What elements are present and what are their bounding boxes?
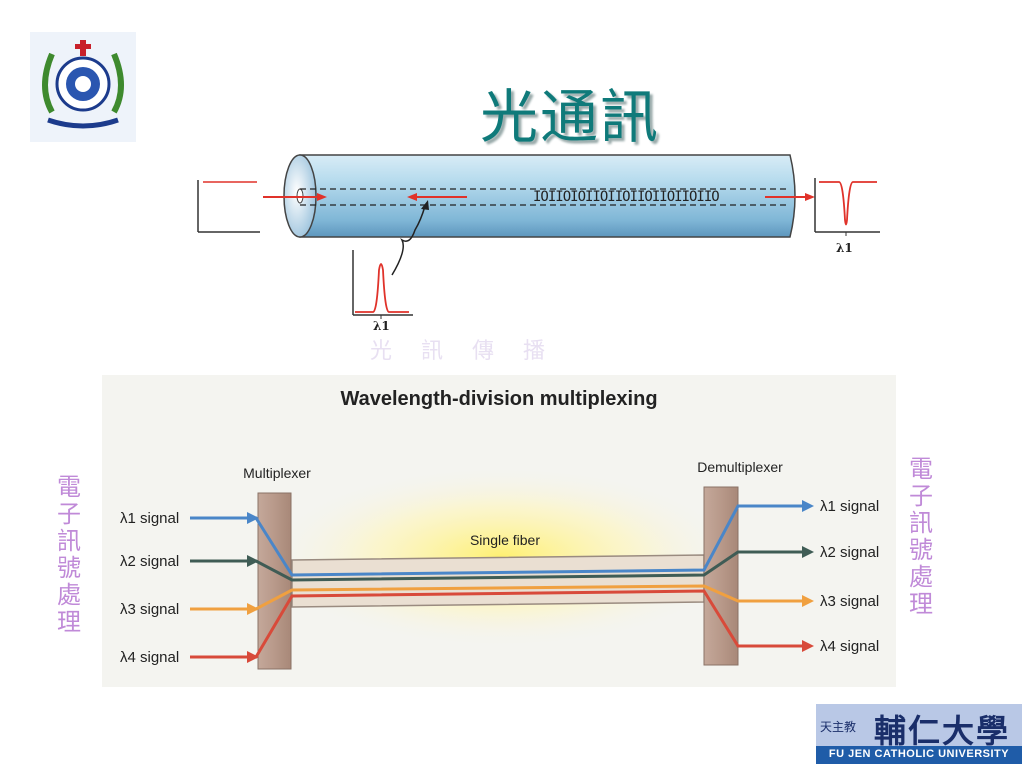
output-signal-label: λ2 signal <box>820 544 879 561</box>
output-signal-label: λ3 signal <box>820 593 879 610</box>
wdm-title: Wavelength-division multiplexing <box>340 388 657 410</box>
logo-small-text: 天主教 <box>820 720 857 734</box>
reflected-peak-plot <box>352 250 413 319</box>
logo-english-name: FU JEN CATHOLIC UNIVERSITY <box>828 748 1010 760</box>
output-signal-label: λ1 signal <box>820 498 879 515</box>
wdm-illustration: Wavelength-division multiplexing Multipl… <box>102 375 896 687</box>
optical-fiber-diagram: IOIIOIOIIOIIOIIOIIOIIOIIO λ1 λ1 <box>197 154 880 333</box>
input-signal-label: λ2 signal <box>120 553 179 570</box>
input-signal-label: λ1 signal <box>120 510 179 527</box>
input-signal-label: λ3 signal <box>120 601 179 618</box>
slide-title: 光通訊 <box>479 83 660 151</box>
input-signal-plot <box>197 180 260 233</box>
fu-jen-university-logo: 天主教 輔仁大學 FU JEN CATHOLIC UNIVERSITY <box>816 704 1022 764</box>
demultiplexer-label: Demultiplexer <box>697 459 783 475</box>
side-label-right: 電子訊號處理 <box>909 455 933 618</box>
university-seal-logo <box>30 32 136 142</box>
lambda-label-right: λ1 <box>836 241 853 255</box>
output-dip-plot <box>814 178 880 236</box>
fiber-cable <box>299 154 796 238</box>
logo-chinese-name: 輔仁大學 <box>874 712 1011 750</box>
multiplexer-label: Multiplexer <box>243 465 311 481</box>
slide-subtitle: 光 訊 傳 播 <box>370 339 547 364</box>
fiber-label: Single fiber <box>470 532 540 548</box>
lambda-label-bottom: λ1 <box>373 319 390 333</box>
multiplexer-box <box>257 492 292 670</box>
output-signal-label: λ4 signal <box>820 638 879 655</box>
bit-pattern: IOIIOIOIIOIIOIIOIIOIIOIIO <box>533 189 719 205</box>
input-signal-label: λ4 signal <box>120 649 179 666</box>
side-label-left: 電子訊號處理 <box>57 473 81 636</box>
